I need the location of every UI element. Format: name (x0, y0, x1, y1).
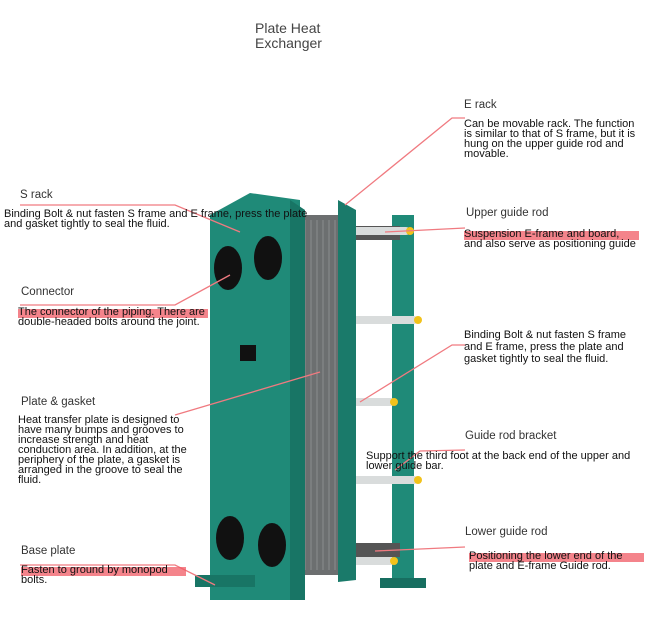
s-rack-label: S rack (20, 189, 53, 201)
guide-rod-bracket-label: Guide rod bracket (465, 430, 557, 442)
connector-label: Connector (21, 286, 75, 298)
s-rack-description: Binding Bolt & nut fasten S frame and E … (4, 208, 308, 230)
diagram-title: Plate Heat Exchanger (255, 20, 322, 51)
base-plate (195, 575, 255, 587)
lower-guide-rod-description: Positioning the lower end of the plate a… (469, 551, 644, 572)
e-frame (338, 200, 356, 582)
lower-guide-rod-label: Lower guide rod (465, 526, 548, 538)
binding-bolt-description: Binding Bolt & nut fasten S frame and E … (464, 329, 627, 365)
s-frame-window (240, 345, 256, 361)
base-plate-label: Base plate (21, 545, 76, 557)
plate-gasket-label: Plate & gasket (21, 396, 96, 408)
plate-pack (300, 215, 342, 575)
upper-guide-rod-description: Suspension E-frame and board, and also s… (464, 229, 639, 250)
base-plate-description: Fasten to ground by monopod bolts. (21, 565, 186, 586)
plate-gasket-description: Heat transfer plate is designed to have … (18, 414, 187, 486)
s-frame (210, 193, 300, 600)
connectors (214, 236, 286, 567)
e-rack-label: E rack (464, 99, 497, 111)
upper-guide-rod-label: Upper guide rod (466, 207, 549, 219)
guide-rod-bracket-column (392, 215, 414, 585)
guide-rod-bracket-description: Support the third foot at the back end o… (366, 450, 631, 472)
bracket-foot (380, 578, 426, 588)
connector-description: The connector of the piping. There are d… (18, 307, 208, 328)
e-rack-description: Can be movable rack. The function is sim… (464, 118, 636, 160)
